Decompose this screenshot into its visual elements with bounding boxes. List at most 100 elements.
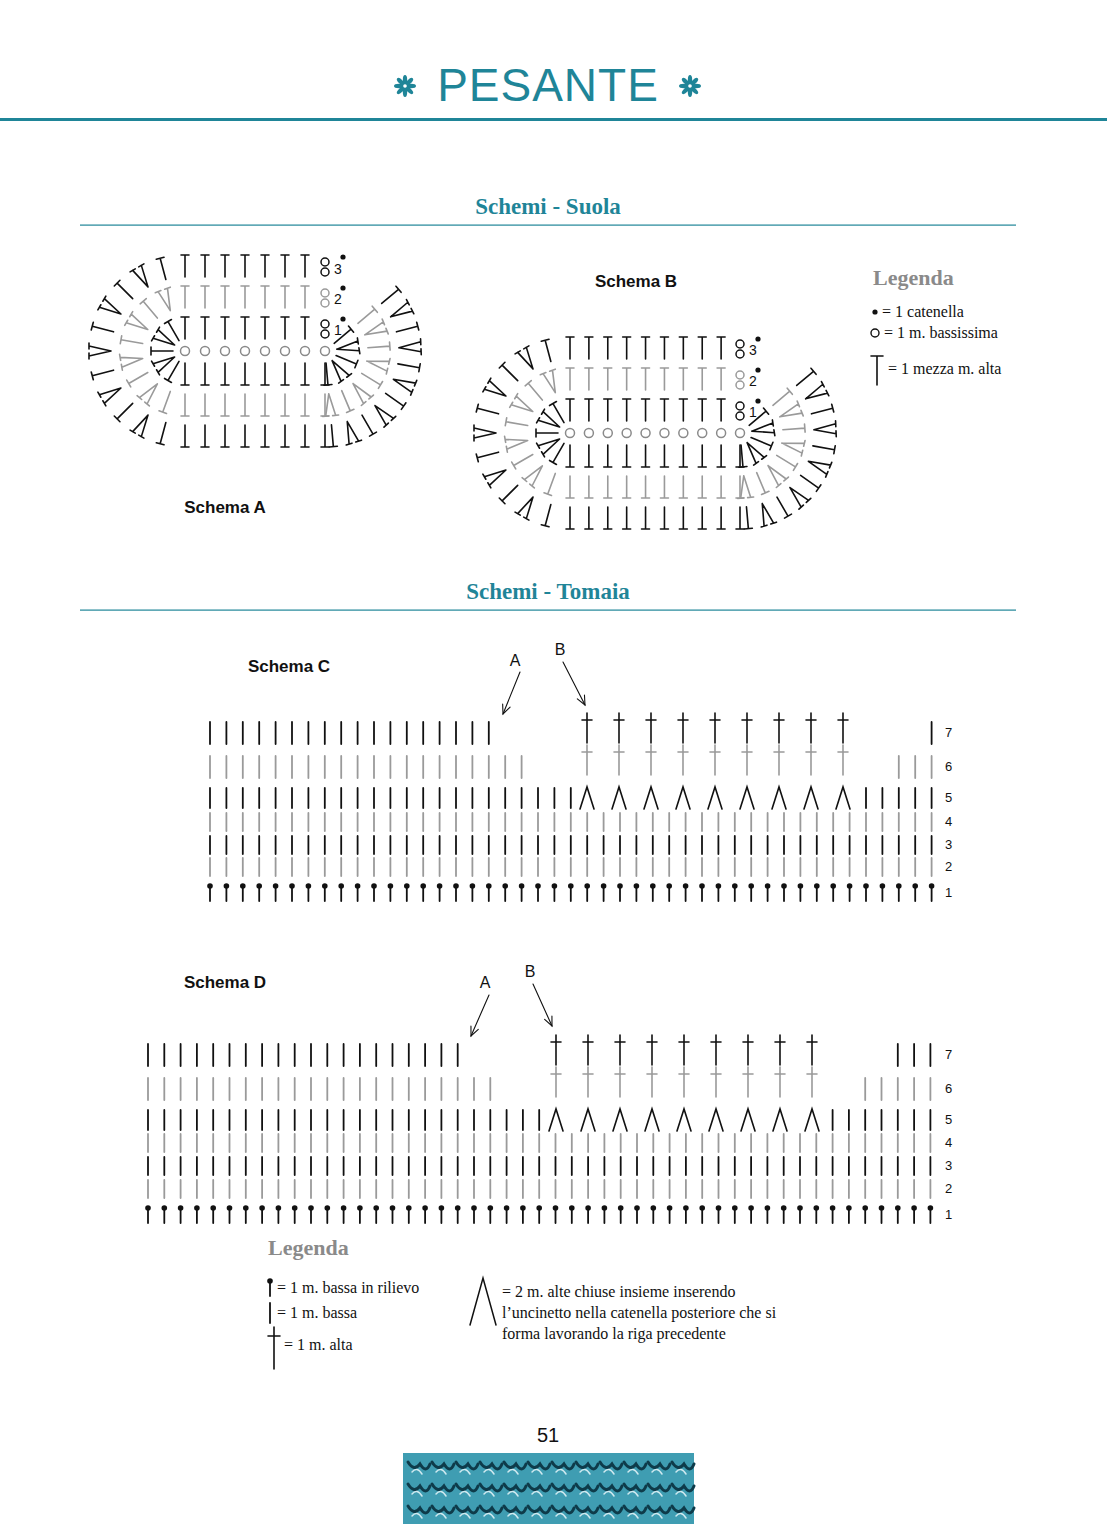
sc-stroke xyxy=(440,1110,442,1130)
stitch-stroke xyxy=(281,317,289,339)
sc-stroke xyxy=(212,1044,214,1066)
stitch-stroke xyxy=(642,445,650,467)
fpsc-dot xyxy=(797,1205,803,1211)
stitch-symbol xyxy=(499,482,520,503)
sc-stroke xyxy=(180,1180,182,1198)
sc-stroke xyxy=(307,756,309,778)
slip-stitch xyxy=(736,402,744,410)
sc-stroke xyxy=(258,788,260,808)
stitch-stroke xyxy=(566,507,574,529)
sc-stroke xyxy=(815,1180,817,1198)
stitch-symbol xyxy=(736,507,744,529)
sc-stroke xyxy=(261,1078,263,1100)
chain-stitch xyxy=(566,429,575,438)
stitch-stroke xyxy=(642,476,650,498)
sc-stroke xyxy=(424,1078,426,1100)
fpsc-dot xyxy=(276,1205,282,1211)
sc-stroke xyxy=(489,1078,491,1100)
sc-stroke xyxy=(620,1157,622,1175)
stitch-stroke xyxy=(261,363,269,385)
fpsc-dot xyxy=(683,883,689,889)
stitch-stroke xyxy=(91,366,114,379)
sc-stroke xyxy=(258,756,260,778)
slip-stitch xyxy=(321,268,329,276)
fpsc-dot xyxy=(830,883,836,889)
sc-stroke xyxy=(604,1157,606,1175)
fpsc-dot xyxy=(341,1205,347,1211)
fpsc-dot xyxy=(781,1205,787,1211)
stitch-stroke xyxy=(794,368,816,388)
sc-stroke xyxy=(392,1078,394,1100)
sc-stroke xyxy=(294,1078,296,1100)
stitch-symbol xyxy=(301,394,309,416)
sc-stroke xyxy=(406,858,408,876)
stitch-symbol xyxy=(679,368,687,390)
stitch-symbol xyxy=(777,401,803,424)
chain-stitch xyxy=(698,429,707,438)
sc-stroke xyxy=(586,813,588,831)
stitch-symbol xyxy=(679,476,687,498)
stitch-symbol xyxy=(566,476,574,498)
fpsc-dot xyxy=(453,883,459,889)
stitch-stroke xyxy=(98,296,125,321)
chain-stitch xyxy=(584,429,593,438)
sc-stroke xyxy=(212,1180,214,1198)
sc-stroke xyxy=(229,1110,231,1130)
stitch-stroke xyxy=(585,507,593,529)
sc-stroke xyxy=(897,1180,899,1198)
stitch-symbol xyxy=(347,378,373,405)
sc-stroke xyxy=(718,858,720,876)
sc-stroke xyxy=(422,813,424,831)
stitch-stroke xyxy=(181,425,189,447)
chain-dot xyxy=(340,316,345,321)
sc-stroke xyxy=(522,1180,524,1198)
fpsc-dot xyxy=(699,883,705,889)
fpsc-dot xyxy=(716,883,722,889)
stitch-symbol xyxy=(585,399,593,421)
stitch-symbol xyxy=(536,429,558,437)
stitch-stroke xyxy=(155,287,178,313)
stitch-stroke xyxy=(717,337,725,359)
stitch-stroke xyxy=(368,342,391,352)
sc-stroke xyxy=(898,788,900,808)
dec-stroke xyxy=(772,787,786,809)
sc-stroke xyxy=(307,788,309,808)
sc-stroke xyxy=(619,836,621,854)
flower-ornament xyxy=(679,75,701,97)
legend-entry: = 1 catenella xyxy=(882,303,964,321)
stitch-symbol xyxy=(505,418,528,430)
dc-stroke xyxy=(646,745,656,775)
stitch-stroke xyxy=(261,394,269,416)
sc-stroke xyxy=(489,1134,491,1152)
stitch-symbol xyxy=(91,366,114,379)
knit-stroke xyxy=(624,1506,646,1513)
stitch-stroke xyxy=(89,343,111,359)
fpsc-dot xyxy=(601,883,607,889)
sc-stroke xyxy=(864,1110,866,1130)
stitch-stroke xyxy=(326,356,352,383)
dc-stroke xyxy=(582,745,592,775)
sc-stroke xyxy=(881,1078,883,1100)
sc-stroke xyxy=(488,836,490,854)
sc-stroke xyxy=(816,836,818,854)
stitch-stroke xyxy=(623,445,631,467)
sc-stroke xyxy=(408,1157,410,1175)
stitch-stroke xyxy=(125,312,152,337)
knit-highlight xyxy=(460,1491,470,1496)
stitch-stroke xyxy=(566,476,574,498)
sc-stroke xyxy=(848,1134,850,1152)
sc-stroke xyxy=(392,1044,394,1066)
sc-stroke xyxy=(586,858,588,876)
row-number: 6 xyxy=(945,1082,952,1096)
sc-stroke xyxy=(310,1044,312,1066)
sc-stroke xyxy=(620,1180,622,1198)
sc-stroke xyxy=(668,836,670,854)
row-number: 7 xyxy=(945,726,952,740)
fpsc-dot xyxy=(273,883,279,889)
stitch-symbol xyxy=(812,442,835,454)
knit-highlight xyxy=(652,1491,662,1496)
sc-stroke xyxy=(931,756,933,778)
fpsc-dot xyxy=(846,1205,852,1211)
fpsc-dot xyxy=(227,1205,233,1211)
stitch-symbol xyxy=(98,296,125,321)
